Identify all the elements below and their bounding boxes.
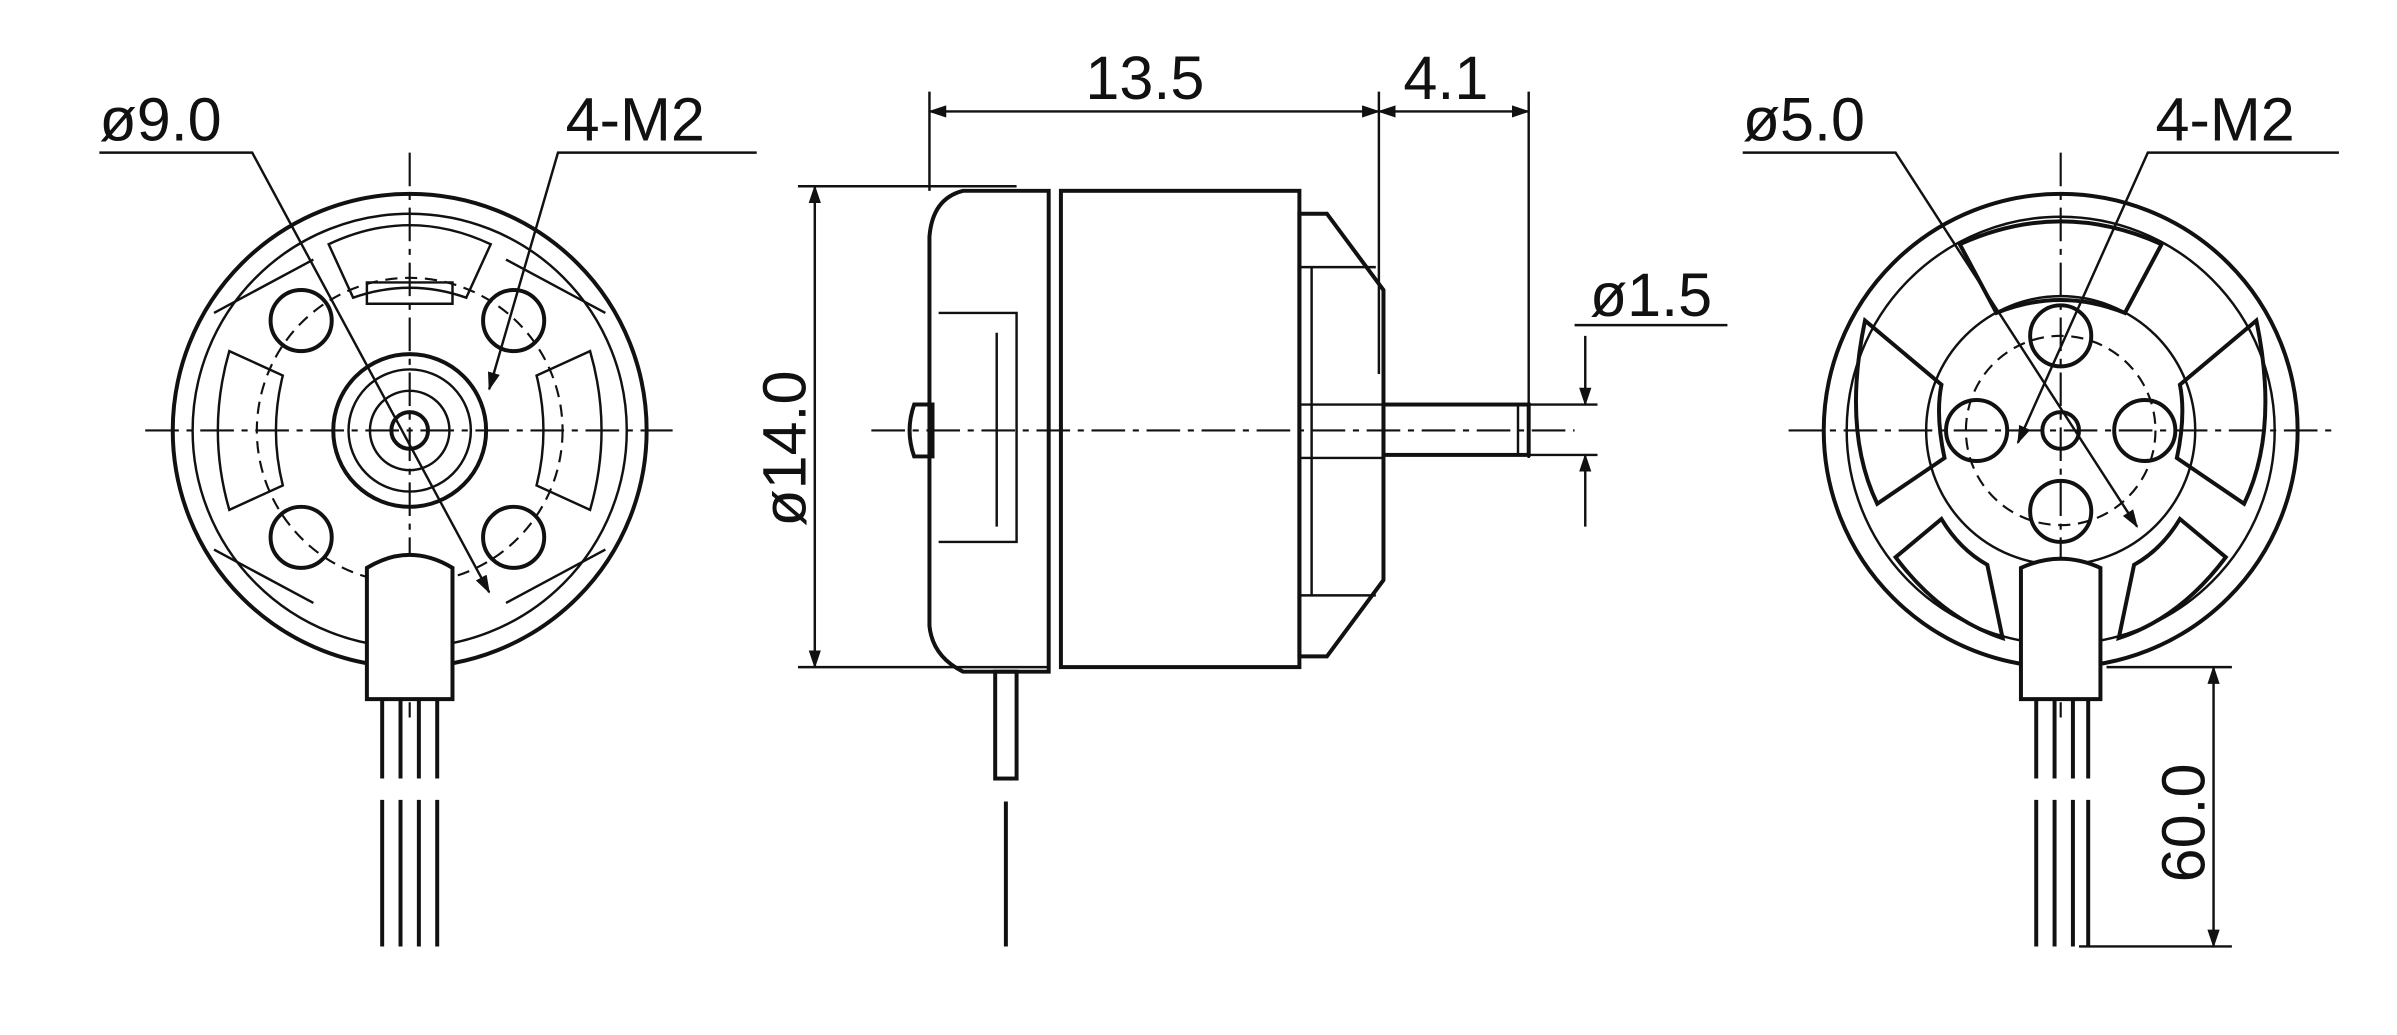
mount-hole — [1944, 397, 2010, 464]
shaft-length-label: 4.1 — [1403, 44, 1488, 112]
lead-wires — [2034, 699, 2091, 947]
mount-hole — [268, 504, 334, 570]
body-length-label: 13.5 — [1085, 44, 1204, 112]
rear-view: ø5.0 4-M2 60.0 — [1743, 85, 2339, 948]
lead-length-label: 60.0 — [2149, 764, 2217, 883]
bolt-circle-label: ø5.0 — [1743, 85, 1865, 153]
mount-holes-label: 4-M2 — [2155, 85, 2294, 153]
cable-exit — [2018, 556, 2103, 702]
mount-hole — [481, 288, 547, 354]
body-diameter-label: ø14.0 — [751, 371, 819, 527]
side-view: 13.5 4.1 ø14.0 ø1.5 — [751, 44, 1728, 947]
front-flange — [927, 188, 1051, 674]
lead-wires — [380, 699, 440, 947]
mount-holes-label: 4-M2 — [566, 85, 705, 153]
mount-hole — [2112, 397, 2178, 464]
rotor-bell — [1297, 211, 1386, 659]
hub-diameter-label: ø9.0 — [99, 85, 221, 153]
cable-exit — [364, 552, 455, 702]
mount-hole — [2028, 303, 2094, 369]
mount-hole — [268, 288, 334, 354]
shaft-diameter-label: ø1.5 — [1590, 261, 1712, 329]
lead-wire — [993, 669, 1019, 947]
front-view: ø9.0 4-M2 — [99, 85, 757, 947]
mount-hole — [2028, 478, 2094, 544]
motor-body — [1058, 188, 1302, 670]
mount-hole — [481, 504, 547, 570]
